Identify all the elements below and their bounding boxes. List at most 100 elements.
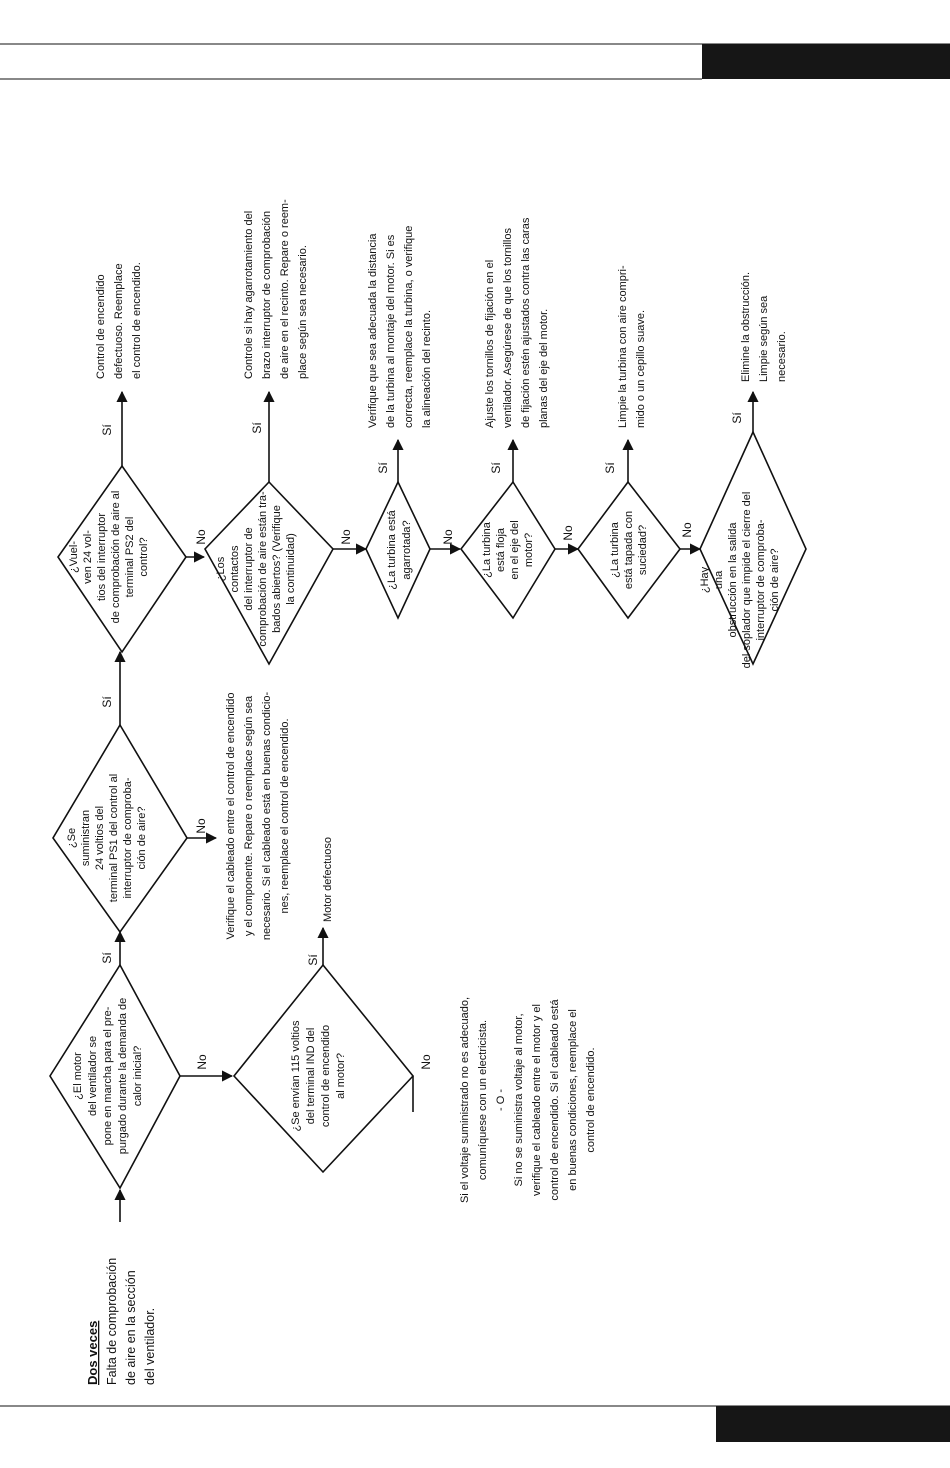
decision-line: del ventilador se: [87, 1036, 99, 1116]
note-line: de fijación estén ajustados contra las c…: [520, 217, 532, 428]
decision-line: de comprobación de aire al: [110, 491, 122, 624]
note-line: mido o un cepillo suave.: [635, 310, 647, 428]
no-label: No: [195, 1054, 209, 1070]
note-line: Ajuste los tornillos de fijación en el: [484, 260, 496, 428]
no-label: No: [441, 529, 455, 545]
note-limpie-turbina: Limpie la turbina con aire compri- mido …: [617, 265, 647, 428]
decision-line: del soplador que impide el cierre del: [741, 492, 753, 669]
decision-1-shape: [49, 963, 181, 1190]
diamond-shapes: [49, 430, 807, 1190]
note-line: de la turbina al montaje del motor. Si e…: [385, 234, 397, 428]
intro-line: del ventilador.: [143, 1308, 157, 1385]
note-line: - O -: [495, 1089, 507, 1111]
no-label: No: [194, 818, 208, 834]
decision-8: ¿La turbina está tapada con suciedad?: [609, 511, 649, 589]
decision-3: ¿Se suministran 24 voltios del terminal …: [66, 774, 148, 902]
decision-line: ¿Se envían 115 voltios: [290, 1020, 302, 1132]
no-label: No: [561, 525, 575, 541]
decision-line: está floja: [495, 527, 507, 572]
header-tab: [702, 44, 950, 79]
note-line: el control de encendido.: [131, 262, 143, 379]
note-tornillos-fijacion: Ajuste los tornillos de fijación en el v…: [484, 217, 550, 428]
note-line: correcta, reemplace la turbina, o verifi…: [403, 226, 415, 428]
decision-line: tios del interruptor: [96, 513, 108, 601]
decision-line: purgado durante la demanda de: [117, 998, 129, 1155]
note-elimine-obstruccion: Elimine la obstrucción. Limpie según sea…: [740, 272, 788, 382]
note-cableado-componente: Verifique el cableado entre el control d…: [225, 692, 291, 941]
decision-line: ¿Vuel-: [68, 541, 80, 573]
decision-line: ¿Hay: [699, 566, 711, 593]
note-line: control de encendido.: [585, 1047, 597, 1152]
decision-4-shape: [57, 464, 187, 654]
note-line: verifique el cableado entre el motor y e…: [531, 1004, 543, 1196]
decision-4: ¿Vuel- ven 24 vol- tios del interruptor …: [68, 491, 150, 624]
decision-7: ¿La turbina está floja en el eje del mot…: [481, 520, 535, 579]
decision-5-shape: [204, 480, 334, 666]
decision-line: contactos: [229, 545, 241, 593]
decision-line: una: [713, 570, 725, 589]
decision-line: ¿La turbina está: [386, 509, 398, 589]
note-line: de aire en el recinto. Repare o reem-: [279, 199, 291, 379]
note-line: Verifique el cableado entre el control d…: [225, 692, 237, 939]
decision-1: ¿El motor del ventilador se pone en marc…: [72, 998, 144, 1155]
decision-line: ¿La turbina: [481, 521, 493, 578]
decision-line: control?: [138, 537, 150, 576]
decision-line: agarrotada?: [401, 520, 413, 579]
note-line: Controle si hay agarrotamiento del: [243, 211, 255, 379]
decision-line: control de encendido: [320, 1025, 332, 1127]
note-line: control de encendido. Si el cableado est…: [549, 999, 561, 1201]
decision-line: obstrucción en la salida: [727, 522, 739, 638]
decision-6: ¿La turbina está agarrotada?: [386, 509, 413, 589]
decision-line: suciedad?: [637, 525, 649, 575]
decision-line: pone en marcha para el pre-: [102, 1006, 114, 1145]
note-line: nes, reemplace el control de encendido.: [279, 718, 291, 913]
note-voltaje: Si el voltaje suministrado no es adecuad…: [459, 997, 597, 1203]
note-agarrotamiento-brazo: Controle si hay agarrotamiento del brazo…: [243, 199, 309, 379]
note-distancia-turbina: Verifique que sea adecuada la distancia …: [367, 226, 433, 428]
yes-label: Sí: [489, 462, 503, 474]
decision-5: ¿Los contactos del interruptor de compro…: [215, 491, 297, 647]
note-line: Limpie según sea: [758, 295, 770, 382]
yes-label: Sí: [100, 952, 114, 964]
note-line: necesario. Si el cableado está en buenas…: [261, 692, 273, 941]
decision-line: terminal PS2 del: [124, 517, 136, 598]
intro-line: Falta de comprobación: [105, 1258, 119, 1385]
branch-labels: Sí No Sí No Sí No Sí No Sí No Sí No Sí N…: [100, 412, 744, 1070]
decision-line: al motor?: [335, 1053, 347, 1099]
decision-line: ¿El motor: [72, 1052, 84, 1100]
decision-line: comprobación de aire están tra-: [257, 491, 269, 647]
yes-label: Sí: [306, 954, 320, 966]
decision-7-shape: [459, 480, 556, 620]
note-line: Elimine la obstrucción.: [740, 272, 752, 382]
decision-line: ¿Se: [66, 828, 78, 848]
note-line: en buenas condiciones, reemplace el: [567, 1009, 579, 1191]
decision-line: ¿La turbina: [609, 521, 621, 578]
note-line: defectuoso. Reemplace: [113, 263, 125, 379]
note-line: place según sea necesario.: [297, 245, 309, 379]
note-line: ventilador. Asegúrese de que los tornill…: [502, 228, 514, 428]
decision-line: calor inicial?: [132, 1046, 144, 1107]
yes-label: Sí: [100, 696, 114, 708]
note-line: necesario.: [776, 331, 788, 382]
note-line: y el componente. Repare o reemplace segú…: [243, 695, 255, 936]
decision-line: suministran: [80, 810, 92, 866]
note-line: Verifique que sea adecuada la distancia: [367, 233, 379, 428]
intro-line: de aire en la sección: [124, 1270, 138, 1385]
note-motor-defectuoso: Motor defectuoso: [322, 837, 334, 922]
decision-6-shape: [365, 480, 431, 620]
no-label: No: [419, 1054, 433, 1070]
yes-label: Sí: [730, 412, 744, 424]
decision-9: ¿Hay una obstrucción en la salida del so…: [699, 492, 781, 669]
note-line: planas del eje del motor.: [538, 309, 550, 428]
decision-line: terminal PS1 del control al: [108, 774, 120, 902]
no-label: No: [194, 529, 208, 545]
intro-title: Dos veces: [85, 1321, 100, 1385]
decision-line: motor?: [523, 533, 535, 567]
footer-tab: [716, 1406, 950, 1442]
note-line: Si el voltaje suministrado no es adecuad…: [459, 997, 471, 1203]
decision-2-shape: [232, 963, 415, 1174]
note-line: Limpie la turbina con aire compri-: [617, 265, 629, 428]
decision-line: ven 24 vol-: [82, 530, 94, 584]
decision-line: interruptor de comproba-: [122, 777, 134, 898]
